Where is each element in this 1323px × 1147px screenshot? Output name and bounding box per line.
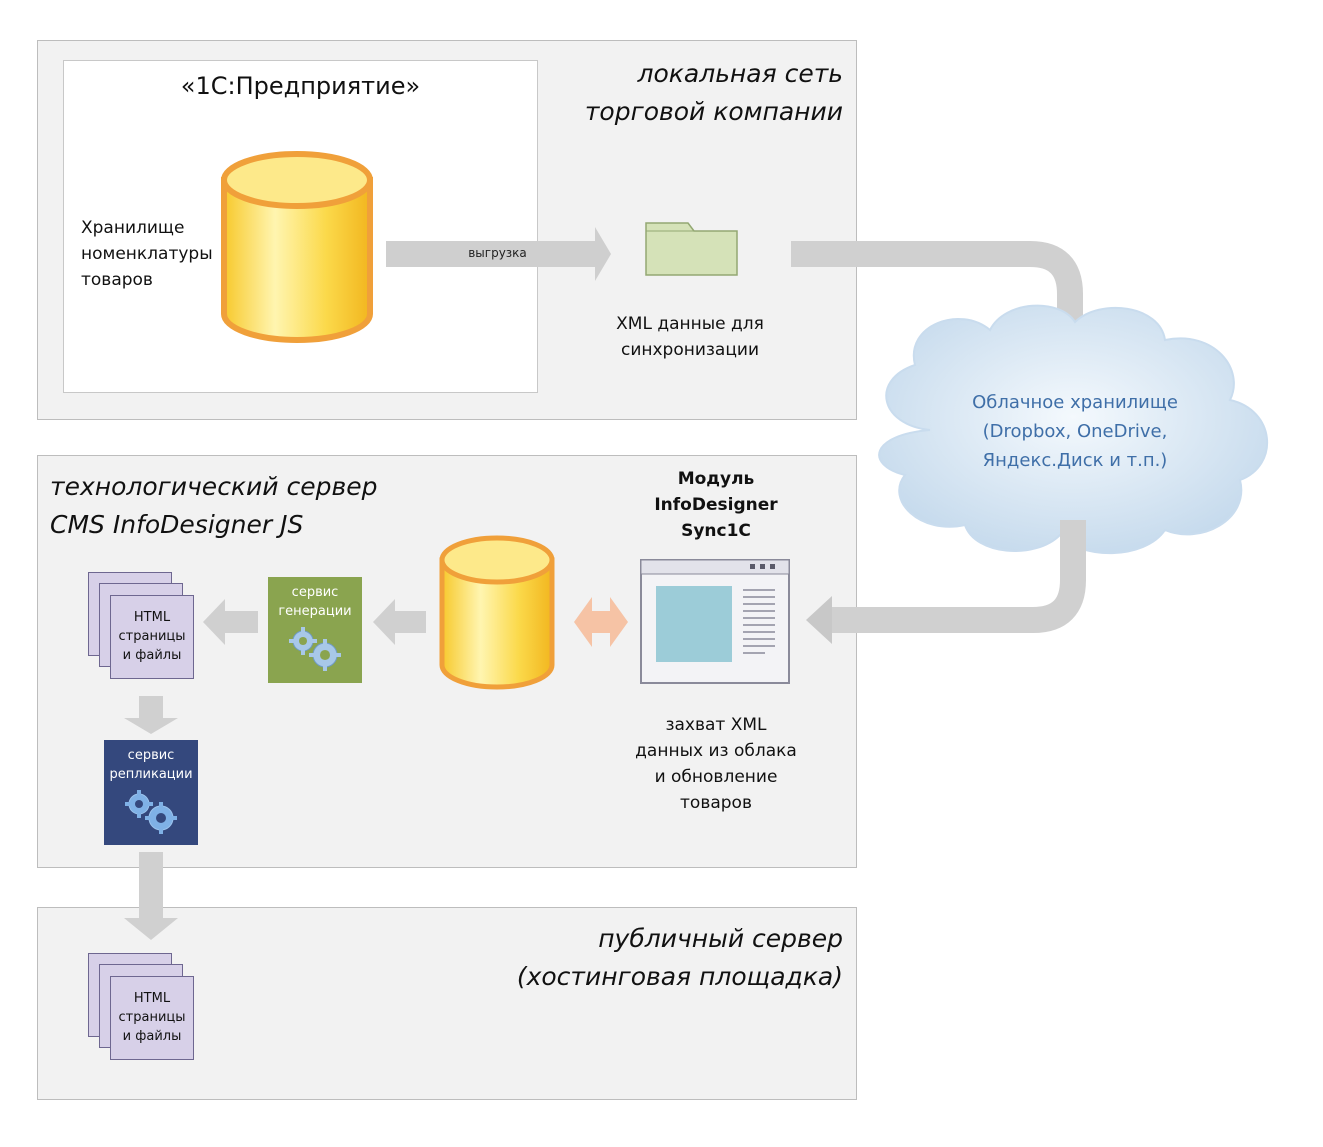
- gear-icon: [125, 790, 177, 834]
- database-icon: [221, 151, 373, 343]
- window-icon: [640, 559, 790, 684]
- storage-label: Хранилище номенклатуры товаров: [81, 218, 213, 290]
- replication-service: сервис репликации: [104, 740, 198, 845]
- folder-icon: [645, 222, 738, 276]
- zone-public-title: публичный сервер (хостинговая площадка): [516, 924, 843, 991]
- export-arrow-label: выгрузка: [468, 246, 527, 260]
- download-from-cloud-arrow: [806, 520, 1086, 644]
- xml-folder-caption: XML данные для синхронизации: [616, 314, 764, 360]
- zone-local-title: локальная сеть торговой компании: [584, 59, 843, 126]
- enterprise-title: «1С:Предприятие»: [180, 72, 421, 100]
- export-arrow: [386, 227, 611, 281]
- generation-service: сервис генерации: [268, 577, 362, 683]
- document-stack-icon-public: HTML страницы и файлы: [88, 953, 198, 1068]
- html-pages-tech-label: HTML страницы и файлы: [110, 595, 194, 679]
- module-caption: захват XML данных из облака и обновление…: [635, 715, 797, 813]
- document-stack-icon: HTML страницы и файлы: [88, 572, 198, 687]
- generation-to-pages-arrow: [203, 599, 258, 645]
- cloud-caption: Облачное хранилище (Dropbox, OneDrive, Я…: [972, 392, 1178, 471]
- gear-icon: [289, 627, 341, 671]
- pages-to-replication-arrow: [124, 696, 178, 734]
- zone-tech-title: технологический сервер CMS InfoDesigner …: [50, 472, 378, 539]
- database-icon-tech: [439, 535, 555, 690]
- sync-arrow: [574, 597, 628, 647]
- html-pages-public-label: HTML страницы и файлы: [110, 976, 194, 1060]
- module-title: Модуль InfoDesigner Sync1C: [654, 469, 778, 541]
- cloud-icon: [878, 304, 1269, 555]
- db-to-generation-arrow: [373, 599, 426, 645]
- replication-to-public-arrow: [124, 852, 178, 940]
